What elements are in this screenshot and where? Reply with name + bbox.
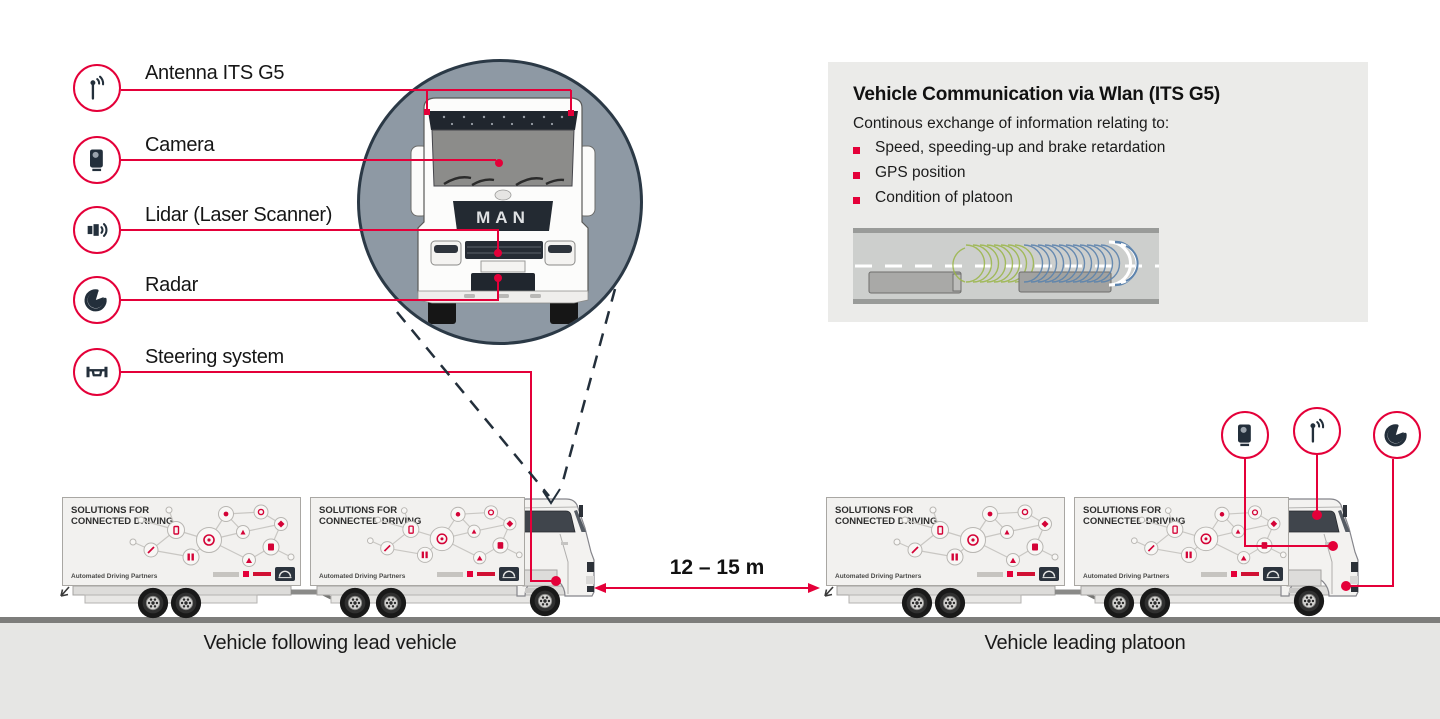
connected-network-graphic <box>121 502 296 572</box>
truck-cargo-box: SOLUTIONS FOR CONNECTED DRIVING Automate… <box>1074 497 1289 586</box>
trailer-box: SOLUTIONS FOR CONNECTED DRIVING Automate… <box>826 497 1065 586</box>
leading-vehicle-group: SOLUTIONS FOR CONNECTED DRIVING Automate… <box>819 470 1379 625</box>
bullet-square-icon <box>853 172 860 179</box>
partner-logos <box>213 567 295 581</box>
following-vehicle-group: SOLUTIONS FOR CONNECTED DRIVING Automate… <box>55 470 615 625</box>
man-badge-icon <box>499 567 519 581</box>
schenker-logo-text <box>1017 572 1035 576</box>
schenker-logo-text <box>1241 572 1259 576</box>
partner-logo-icon <box>213 571 239 577</box>
connected-network-graphic <box>359 502 524 570</box>
ground-strip <box>0 623 1440 719</box>
schenker-logo-icon <box>1231 571 1237 577</box>
radar-icon <box>73 276 121 324</box>
road-surface-line <box>0 617 1440 623</box>
steering-icon <box>73 348 121 396</box>
trailer-slogan: SOLUTIONS FOR CONNECTED DRIVING <box>1083 505 1186 528</box>
info-box-title: Vehicle Communication via Wlan (ITS G5) <box>853 84 1220 105</box>
lead-camera-icon <box>1221 411 1269 459</box>
schenker-logo-text <box>253 572 271 576</box>
bullet-square-icon <box>853 197 860 204</box>
right-caption: Vehicle leading platoon <box>984 632 1186 654</box>
partner-logos <box>1201 567 1283 581</box>
info-box-intro: Continous exchange of information relati… <box>853 115 1170 132</box>
legend-label-camera: Camera <box>145 134 215 156</box>
schenker-logo-icon <box>1007 571 1013 577</box>
man-badge-icon <box>1039 567 1059 581</box>
trailer-slogan: SOLUTIONS FOR CONNECTED DRIVING <box>835 505 938 528</box>
connected-network-graphic <box>1123 502 1288 570</box>
connected-network-graphic <box>885 502 1060 572</box>
trailer-footer: Automated Driving Partners <box>835 573 922 580</box>
legend-label-lidar: Lidar (Laser Scanner) <box>145 204 333 226</box>
man-badge-icon <box>1263 567 1283 581</box>
partner-logo-icon <box>977 571 1003 577</box>
schenker-logo-icon <box>243 571 249 577</box>
info-box: Vehicle Communication via Wlan (ITS G5) … <box>828 62 1368 322</box>
legend-label-radar: Radar <box>145 274 198 296</box>
legend-label-antenna: Antenna ITS G5 <box>145 62 285 84</box>
lead-antenna-icon <box>1293 407 1341 455</box>
truck-cargo-box: SOLUTIONS FOR CONNECTED DRIVING Automate… <box>310 497 525 586</box>
partner-logo-icon <box>1201 571 1227 577</box>
trailer-footer: Automated Driving Partners <box>1083 573 1170 580</box>
partner-logos <box>437 567 519 581</box>
wlan-communication-illustration <box>853 228 1159 304</box>
truck-front-view: MAN <box>410 97 596 324</box>
man-badge-icon <box>275 567 295 581</box>
trailer-box: SOLUTIONS FOR CONNECTED DRIVING Automate… <box>62 497 301 586</box>
camera-icon <box>73 136 121 184</box>
trailer-footer: Automated Driving Partners <box>319 573 406 580</box>
partner-logo-icon <box>437 571 463 577</box>
man-logo-text: MAN <box>476 208 530 227</box>
schenker-logo-text <box>477 572 495 576</box>
bullet-square-icon <box>853 147 860 154</box>
distance-label: 12 – 15 m <box>669 556 765 579</box>
left-caption: Vehicle following lead vehicle <box>203 632 457 654</box>
magnifier-circle: MAN <box>357 59 643 345</box>
legend-label-steering: Steering system <box>145 346 284 368</box>
partner-logos <box>977 567 1059 581</box>
trailer-footer: Automated Driving Partners <box>71 573 158 580</box>
antenna-icon <box>73 64 121 112</box>
distance-arrow <box>594 583 820 593</box>
lead-radar-icon <box>1373 411 1421 459</box>
lidar-icon <box>73 206 121 254</box>
schenker-logo-icon <box>467 571 473 577</box>
